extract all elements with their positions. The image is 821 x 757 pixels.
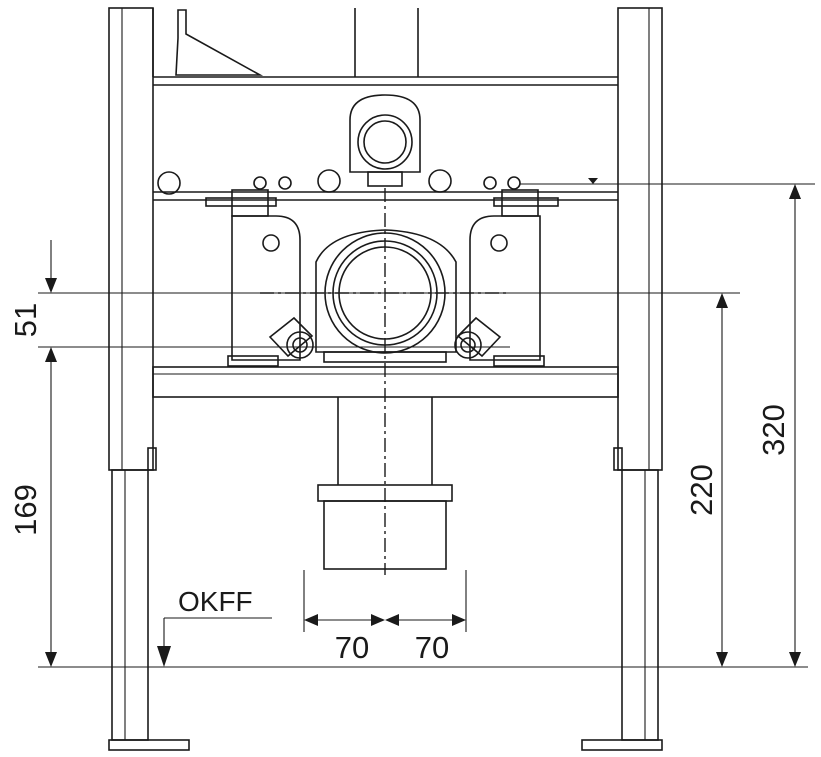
dimension-51: 51 <box>8 303 43 337</box>
dimension-220: 220 <box>684 464 719 516</box>
floor-reference-label: OKFF <box>178 586 253 617</box>
left-upright <box>108 7 190 751</box>
side-fittings <box>268 316 502 359</box>
right-bracket <box>469 189 559 367</box>
drain-elbow <box>315 229 457 363</box>
top-rail <box>153 76 618 86</box>
dimension-lines <box>38 183 815 668</box>
rail-fittings <box>157 169 598 195</box>
dimension-320: 320 <box>756 404 791 456</box>
flush-connector <box>349 94 421 187</box>
right-upright <box>581 7 663 751</box>
center-lines <box>260 188 510 575</box>
dimension-70-right: 70 <box>415 630 449 665</box>
dimension-70-left: 70 <box>335 630 369 665</box>
dimension-169: 169 <box>8 484 43 536</box>
cistern-parts <box>152 8 419 77</box>
left-bracket <box>205 189 301 367</box>
